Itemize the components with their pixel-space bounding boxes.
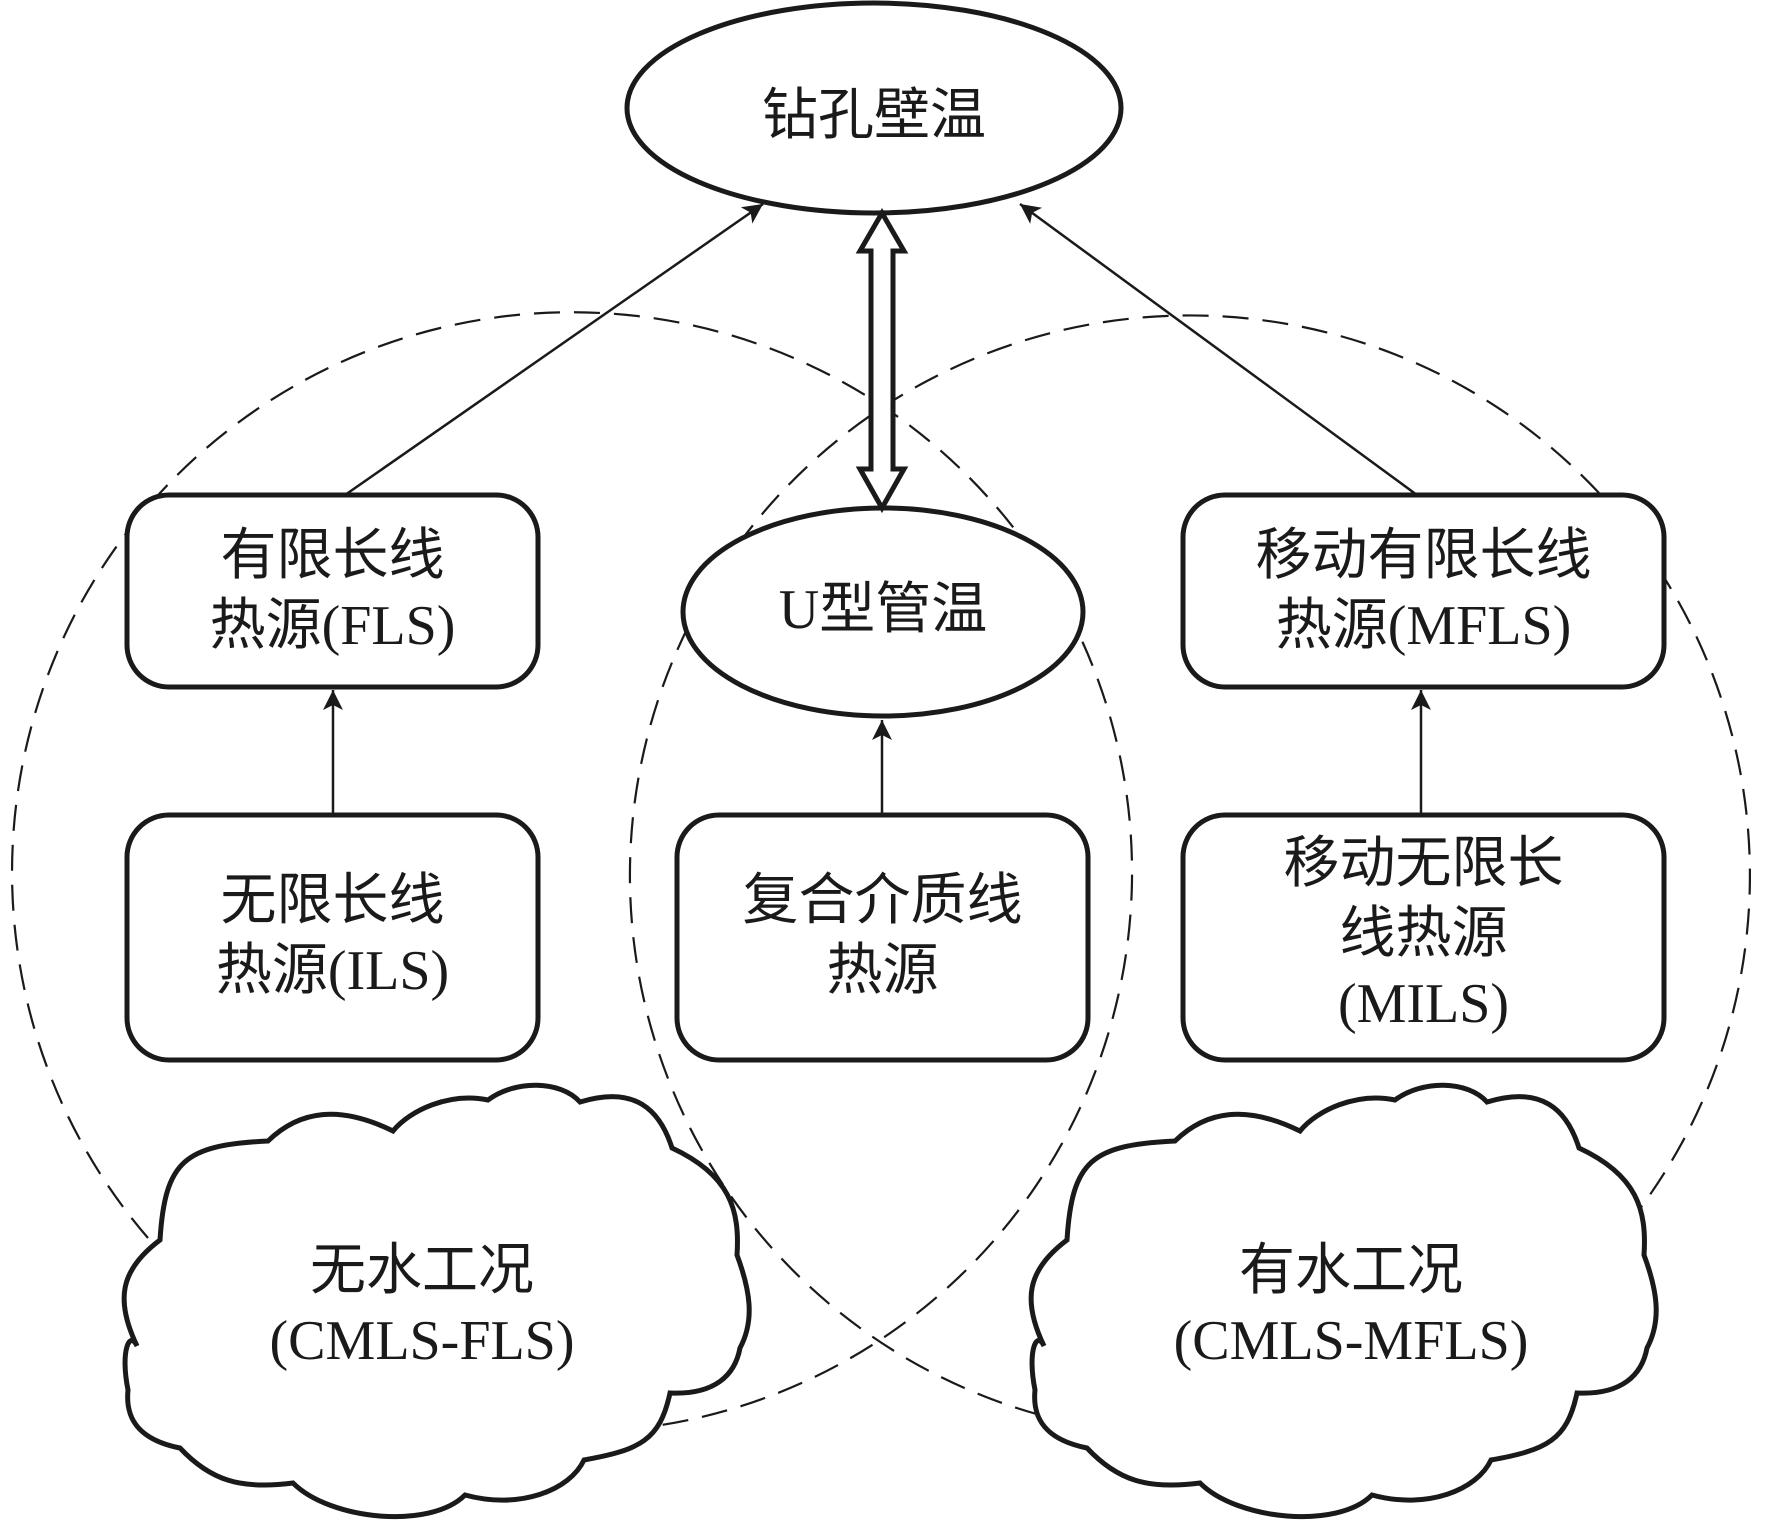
label-line: 热源(FLS) xyxy=(209,595,456,657)
label-line: 热源(MFLS) xyxy=(1275,595,1572,657)
dry-condition-region xyxy=(10,311,1134,1432)
fls-node xyxy=(124,492,541,690)
label-line: 无限长线 xyxy=(220,870,445,932)
wet-condition-region xyxy=(628,314,1751,1417)
wet-condition-label: 有水工况 (CMLS-MFLS) xyxy=(1131,1236,1571,1376)
label-line: 钻孔壁温 xyxy=(762,85,986,147)
label-line: 线热源 xyxy=(1339,903,1508,965)
edge-utube-borehole-double-arrow xyxy=(855,208,909,514)
ils-label: 无限长线 热源(ILS) xyxy=(127,866,538,1006)
label-line: (CMLS-FLS) xyxy=(269,1310,575,1372)
label-line: 复合介质线 xyxy=(742,870,1023,932)
u-tube-temp-label: U型管温 xyxy=(683,575,1083,645)
mils-label: 移动无限长 线热源 (MILS) xyxy=(1183,829,1664,1039)
label-line: (CMLS-MFLS) xyxy=(1173,1310,1529,1372)
cmls-label: 复合介质线 热源 xyxy=(677,866,1088,1006)
wet-condition-cloud xyxy=(1028,1082,1659,1520)
borehole-wall-temp-node xyxy=(624,0,1124,216)
label-line: 无水工况 xyxy=(310,1240,534,1302)
borehole-wall-temp-label: 钻孔壁温 xyxy=(674,81,1074,151)
label-line: 移动有限长线 xyxy=(1255,525,1592,587)
edge-mfls-to-borehole xyxy=(1019,202,1418,497)
label-line: (MILS) xyxy=(1337,973,1510,1035)
label-line: 热源 xyxy=(826,940,939,1002)
label-line: U型管温 xyxy=(778,579,988,641)
label-line: 有水工况 xyxy=(1239,1240,1463,1302)
mils-node xyxy=(1180,812,1667,1063)
label-line: 有限长线 xyxy=(220,525,445,587)
dry-condition-label: 无水工况 (CMLS-FLS) xyxy=(222,1236,622,1376)
fls-label: 有限长线 热源(FLS) xyxy=(127,521,538,661)
dry-condition-cloud xyxy=(121,1082,752,1520)
label-line: 热源(ILS) xyxy=(215,940,450,1002)
mfls-node xyxy=(1180,492,1667,690)
edge-fls-to-borehole xyxy=(344,202,764,497)
mfls-label: 移动有限长线 热源(MFLS) xyxy=(1183,521,1664,661)
label-line: 移动无限长 xyxy=(1283,833,1564,895)
